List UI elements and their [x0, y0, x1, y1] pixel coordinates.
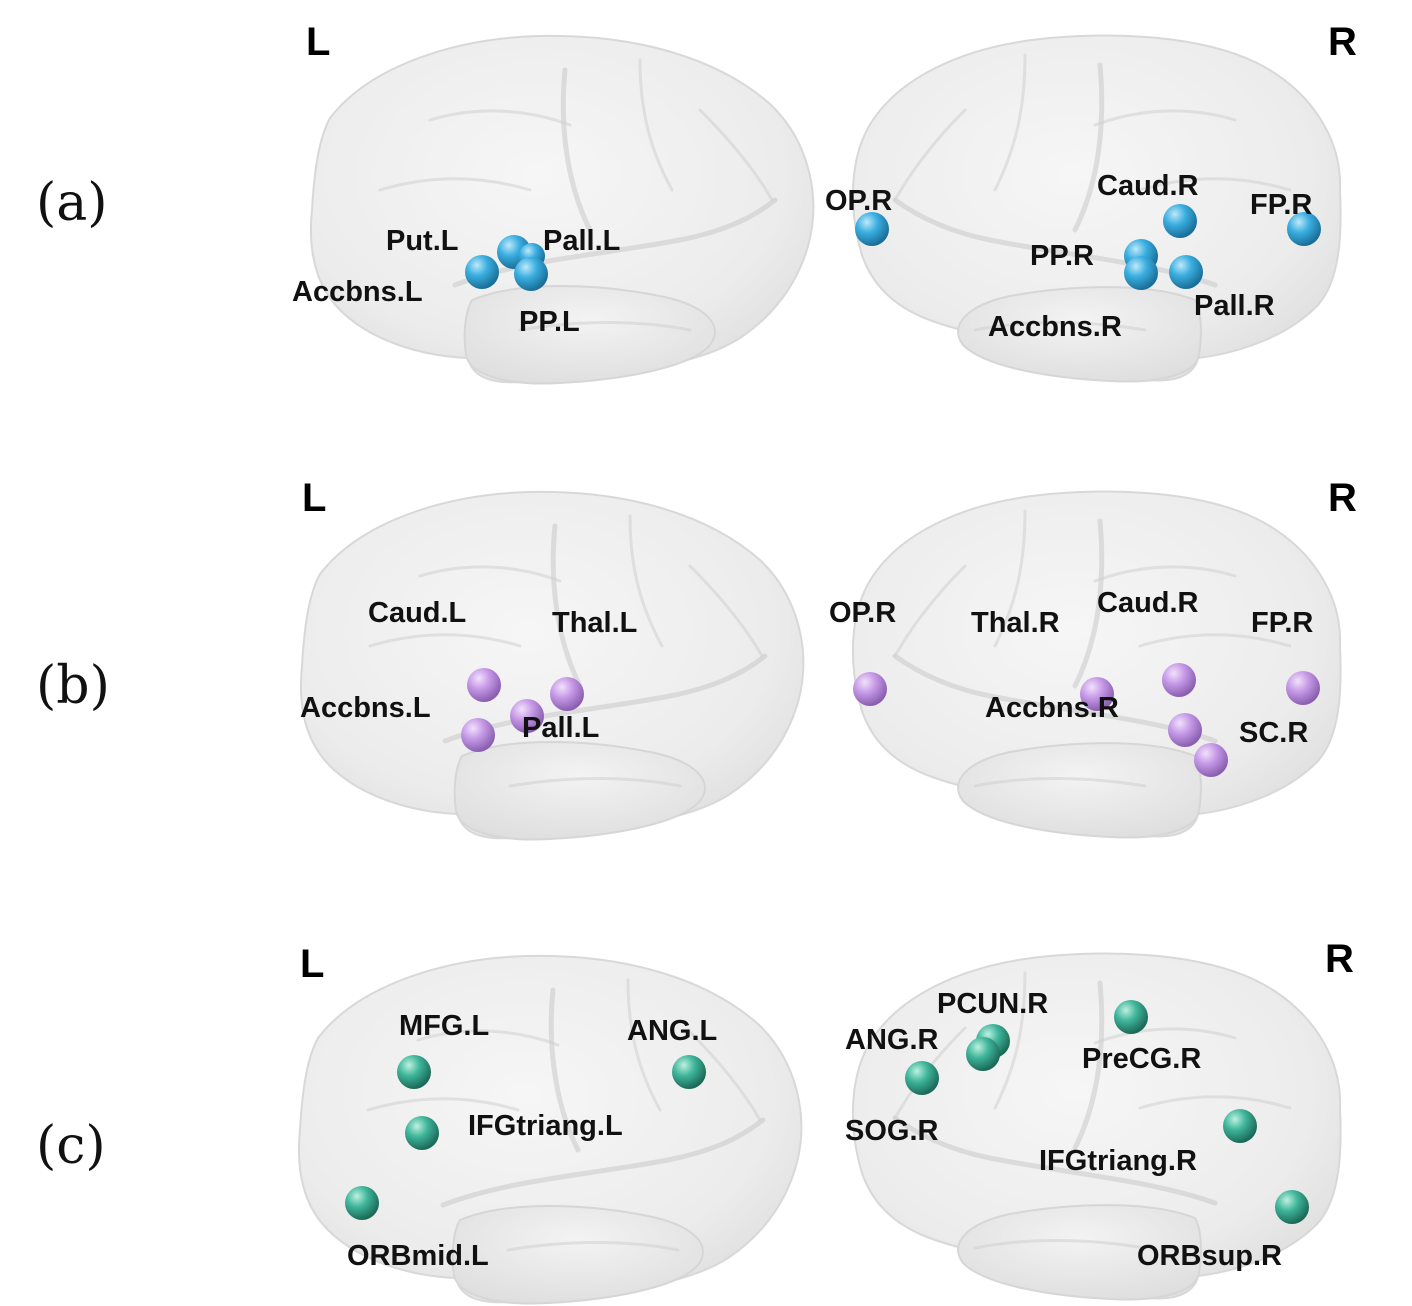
node-label: FP.R: [1251, 607, 1313, 639]
node: [1168, 713, 1202, 747]
node: [397, 1055, 431, 1089]
right-nodes: OP.R Thal.R Caud.R FP.R Accbns.R SC.R: [829, 587, 1320, 777]
node: [1080, 677, 1114, 711]
right-hemisphere-label: R: [1328, 20, 1357, 64]
node: [405, 1116, 439, 1150]
panel-label: (a): [36, 173, 108, 233]
node-label: Pall.R: [1194, 290, 1275, 322]
left-hemisphere-label: L: [306, 20, 330, 64]
left-hemisphere: [301, 492, 803, 840]
row-b: (b) L R Caud.L Thal.L Accbns.L Pall.L OP…: [36, 476, 1357, 840]
left-nodes: Caud.L Thal.L Accbns.L Pall.L: [300, 597, 637, 752]
node: [550, 677, 584, 711]
node-label: FP.R: [1250, 189, 1312, 221]
left-nodes: MFG.L ANG.L IFGtriang.L ORBmid.L: [345, 1010, 717, 1272]
node-label: Accbns.R: [985, 692, 1119, 724]
node: [966, 1037, 1000, 1071]
right-hemisphere-label: R: [1325, 937, 1354, 981]
node-label: SC.R: [1239, 717, 1308, 749]
panel-label: (c): [36, 1116, 106, 1176]
node-label: Pall.L: [543, 225, 620, 257]
node: [1223, 1109, 1257, 1143]
node: [1169, 255, 1203, 289]
node: [853, 672, 887, 706]
node: [1162, 663, 1196, 697]
node-label: IFGtriang.L: [468, 1110, 623, 1142]
node: [1114, 1000, 1148, 1034]
node: [1163, 204, 1197, 238]
left-hemisphere-label: L: [300, 942, 324, 986]
node: [672, 1055, 706, 1089]
node-label: Accbns.L: [300, 692, 431, 724]
right-hemisphere-label: R: [1328, 476, 1357, 520]
left-nodes: Put.L Pall.L Accbns.L PP.L: [292, 225, 620, 338]
row-a: (a) L R Put.L Pall.L Accbns.L PP.L OP.R …: [36, 20, 1357, 384]
row-c: (c) L R MFG.L ANG.L IFGtriang.L ORBmid.L…: [36, 937, 1354, 1304]
node-label: ORBmid.L: [347, 1240, 489, 1272]
node: [467, 668, 501, 702]
node: [1275, 1190, 1309, 1224]
node-label: IFGtriang.R: [1039, 1145, 1197, 1177]
node: [514, 257, 548, 291]
node-label: Thal.L: [552, 607, 637, 639]
node: [1286, 671, 1320, 705]
panel-label: (b): [36, 656, 110, 716]
node-label: Caud.R: [1097, 170, 1199, 202]
node: [905, 1061, 939, 1095]
node-label: PreCG.R: [1082, 1043, 1201, 1075]
node-label: ANG.L: [627, 1015, 717, 1047]
left-hemisphere-label: L: [302, 476, 326, 520]
node-label: OP.R: [825, 185, 892, 217]
node-label: PCUN.R: [937, 988, 1048, 1020]
node-label: ORBsup.R: [1137, 1240, 1282, 1272]
node-label: Put.L: [386, 225, 459, 257]
node: [461, 718, 495, 752]
node: [510, 699, 544, 733]
right-nodes: PCUN.R ANG.R PreCG.R SOG.R IFGtriang.R O…: [845, 988, 1309, 1272]
node: [1287, 212, 1321, 246]
node-label: MFG.L: [399, 1010, 489, 1042]
node-label: Accbns.R: [988, 311, 1122, 343]
node: [855, 212, 889, 246]
right-hemisphere: [853, 492, 1341, 838]
node-label: Caud.R: [1097, 587, 1199, 619]
node-label: PP.L: [519, 306, 580, 338]
node: [465, 255, 499, 289]
node: [345, 1186, 379, 1220]
node: [1124, 256, 1158, 290]
node-label: Thal.R: [971, 607, 1060, 639]
node-label: OP.R: [829, 597, 896, 629]
node-label: Caud.L: [368, 597, 466, 629]
right-nodes: OP.R Caud.R FP.R PP.R Pall.R Accbns.R: [825, 170, 1321, 343]
node-label: PP.R: [1030, 240, 1094, 272]
node-label: Pall.L: [522, 712, 599, 744]
node-label: Accbns.L: [292, 276, 423, 308]
node-label: SOG.R: [845, 1115, 939, 1147]
node: [1194, 743, 1228, 777]
node-label: ANG.R: [845, 1024, 939, 1056]
